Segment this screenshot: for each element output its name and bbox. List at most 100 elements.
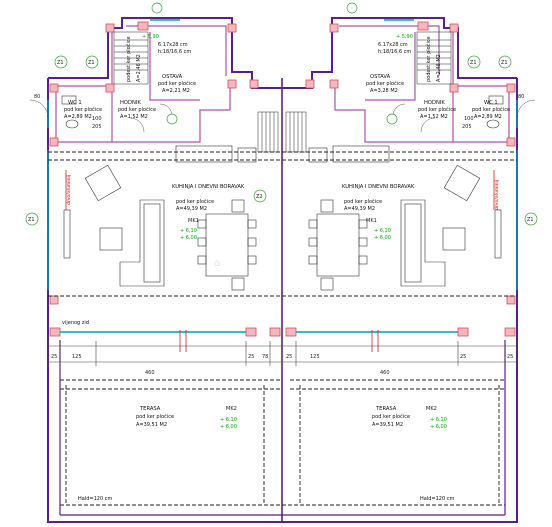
terasa-right-floor: pod ker pločice xyxy=(372,413,410,420)
dim-125-b: 125 xyxy=(310,354,320,360)
dim-25-d: 25 xyxy=(460,354,466,360)
axis-tag-z1-a xyxy=(85,55,99,69)
stair-right-height: h:18/16,6 cm xyxy=(378,49,411,55)
terasa-left-area: A=39,51 M2 xyxy=(136,422,167,428)
wc-right-area: A=2,89 M2 xyxy=(474,114,502,120)
dim-78-a: 78 xyxy=(262,354,268,360)
axis-tag-z1-e xyxy=(498,55,512,69)
ostava-left-name: OSTAVA xyxy=(162,74,183,80)
axis-z1-d-label: Z1 xyxy=(470,60,477,66)
level-right-4: + 6,00 xyxy=(430,424,447,430)
stairs-right xyxy=(285,31,452,153)
axis-z1-e-label: Z1 xyxy=(501,60,508,66)
dim-460-a: 460 xyxy=(145,370,155,376)
dim-25-e: 25 xyxy=(507,354,513,360)
dashed-lines xyxy=(48,151,517,506)
inner-walls xyxy=(55,25,510,143)
hodnik-left-floor: pod ker pločice xyxy=(118,106,156,113)
level-left-1: + 6,10 xyxy=(180,228,197,234)
hodnik-right-area: A=1,52 M2 xyxy=(420,114,448,120)
dim-25-b: 25 xyxy=(248,354,254,360)
hodnik-right-name: HODNIK xyxy=(424,100,445,106)
side-text-left: drvo/aluminij xyxy=(66,175,72,205)
stairs-left xyxy=(113,31,279,153)
axis-tag-z1-c xyxy=(25,212,39,226)
terasa-right-name: TERASA xyxy=(375,406,397,412)
wc-right-floor: pod ker pločice xyxy=(472,106,510,113)
level-right-2: + 6,00 xyxy=(374,235,391,241)
level-left-5: + 5,90 xyxy=(142,34,159,40)
mk1-right: MK1 xyxy=(366,218,377,224)
wc-left-name: WC 1 xyxy=(68,100,82,106)
ostava-left-area: A=2,21 M2 xyxy=(162,88,190,94)
dim-25-c: 25 xyxy=(286,354,292,360)
ostava-right-floor: pod ker pločice xyxy=(366,80,404,87)
halo-left: Hald=120 cm xyxy=(78,496,112,502)
hodnik-left-area: A=1,52 M2 xyxy=(120,114,148,120)
outer-walls xyxy=(47,17,518,523)
dim-205-b: 205 xyxy=(462,124,472,130)
watermark-text: ⌂ xyxy=(214,258,220,269)
dim-100-b: 100 xyxy=(464,116,474,122)
ostava-left-floor: pod ker pločice xyxy=(158,80,196,87)
windows xyxy=(47,19,518,333)
wc-right-name: WC 1 xyxy=(484,100,498,106)
dim-25-a: 25 xyxy=(51,354,57,360)
kuhinja-left-floor: pod ker pločice xyxy=(176,198,214,205)
axis-tag-z1-d xyxy=(467,55,481,69)
dim-125-a: 125 xyxy=(72,354,82,360)
axis-z2-label: Z2 xyxy=(256,194,263,200)
level-left-2: + 6,00 xyxy=(180,235,197,241)
dimension-lines xyxy=(47,341,518,366)
hodnik-left-name: HODNIK xyxy=(120,100,141,106)
stair-left-label: podest ker pločice xyxy=(125,36,132,82)
axis-tag-z1-f xyxy=(524,212,538,226)
level-left-3: + 6,10 xyxy=(220,417,237,423)
level-right-1: + 6,10 xyxy=(374,228,391,234)
level-right-3: + 6,10 xyxy=(430,417,447,423)
terasa-right-area: A=39,51 M2 xyxy=(372,422,403,428)
dim-80-a: 80 xyxy=(34,94,40,100)
axis-z1-f-label: Z1 xyxy=(527,217,534,223)
axis-z1-a-label: Z1 xyxy=(88,60,95,66)
kuhinja-right-area: A=49,39 M2 xyxy=(344,206,375,212)
wc-left-area: A=2,89 M2 xyxy=(64,114,92,120)
kuhinja-right-floor: pod ker pločice xyxy=(344,198,382,205)
stair-left-height: h:18/16,6 cm xyxy=(158,49,191,55)
pillars xyxy=(49,21,516,337)
axis-z1-c-label: Z1 xyxy=(28,217,35,223)
axis-markers xyxy=(25,2,538,226)
mk2-left: MK2 xyxy=(226,406,237,412)
mk1-left: MK1 xyxy=(188,218,199,224)
furniture-left xyxy=(61,95,257,291)
stair-right-dims: 6.17x28 cm xyxy=(378,42,408,48)
dim-460-b: 460 xyxy=(380,370,390,376)
stair-right-level: A=2,46 M2 xyxy=(436,54,442,82)
kuhinja-right-name: KUHINJA I DNEVNI BORAVAK xyxy=(342,184,415,190)
dim-80-b: 80 xyxy=(518,94,524,100)
axis-tag-z1-b xyxy=(54,55,68,69)
red-section-marks xyxy=(65,170,495,352)
level-left-4: + 6,00 xyxy=(220,424,237,430)
hodnik-right-floor: pod ker pločice xyxy=(418,106,456,113)
axis-z1-b-label: Z1 xyxy=(57,60,64,66)
stair-right-label: podest ker pločice xyxy=(425,36,432,82)
terasa-left-floor: pod ker pločice xyxy=(136,413,174,420)
ostava-right-name: OSTAVA xyxy=(370,74,391,80)
furniture-right xyxy=(308,95,504,291)
stair-left-dims: 6.17x28 cm xyxy=(158,42,188,48)
ostava-right-area: A=3,28 M2 xyxy=(370,88,398,94)
mk2-right: MK2 xyxy=(426,406,437,412)
wc-left-floor: pod ker pločice xyxy=(64,106,102,113)
terasa-left-name: TERASA xyxy=(139,406,161,412)
dim-100-a: 100 xyxy=(92,116,102,122)
side-text-right: drvo/aluminij xyxy=(494,180,500,210)
level-right-5: + 5,90 xyxy=(396,34,413,40)
kuhinja-left-name: KUHINJA I DNEVNI BORAVAK xyxy=(172,184,245,190)
zid-label: vijenog zid xyxy=(62,320,89,326)
stair-left-level: A=2,46 M2 xyxy=(136,54,142,82)
kuhinja-left-area: A=49,39 M2 xyxy=(176,206,207,212)
axis-tag-z2 xyxy=(253,189,267,203)
